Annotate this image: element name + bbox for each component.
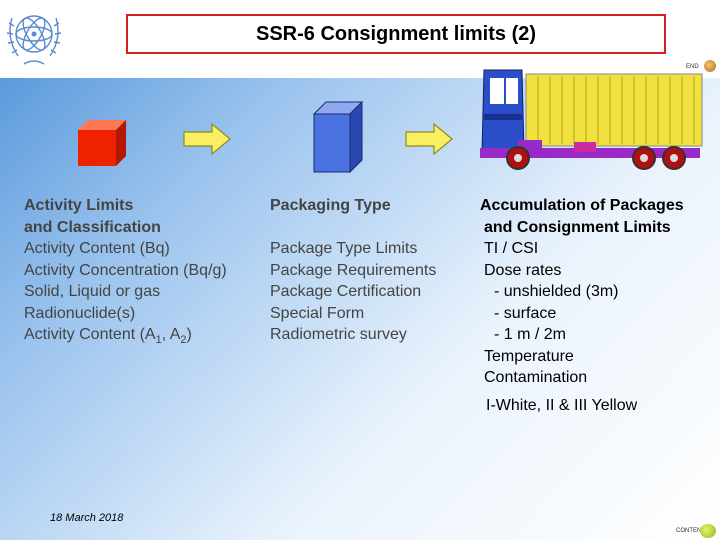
un-emblem-logo (6, 15, 62, 65)
a-prefix: Activity Content (A (24, 326, 156, 343)
accumulation-item: Temperature (484, 347, 574, 365)
contents-nav-icon[interactable] (700, 524, 716, 538)
contents-nav-label[interactable]: CONTENTS (676, 528, 709, 534)
accumulation-footer: I-White, II & III Yellow (486, 396, 638, 414)
end-nav-icon[interactable] (704, 60, 716, 72)
activity-item: Activity Concentration (Bq/g) (24, 261, 227, 279)
end-nav-label[interactable]: END (686, 64, 699, 70)
accumulation-item: TI / CSI (484, 240, 539, 257)
accumulation-item: Contamination (484, 369, 588, 386)
accumulation-column: Accumulation of Packages and Consignment… (480, 195, 684, 416)
accumulation-item: - unshielded (3m) (494, 283, 619, 300)
activity-heading-line-2: and Classification (24, 218, 161, 236)
red-cube-icon (78, 120, 126, 166)
right-arrow-icon (405, 122, 453, 156)
header-band: SSR-6 Consignment limits (2) END (0, 0, 720, 78)
packaging-item: Package Certification (270, 283, 422, 300)
page-title: SSR-6 Consignment limits (2) (255, 22, 537, 45)
title-box: SSR-6 Consignment limits (2) (126, 14, 666, 54)
packaging-column: Packaging Type Package Type Limits Packa… (270, 195, 436, 346)
accumulation-heading-line-1: Accumulation of Packages (480, 197, 684, 214)
activity-item: Solid, Liquid or gas (24, 283, 161, 300)
packaging-item: Package Requirements (270, 261, 437, 279)
packaging-item: Package Type Limits (270, 240, 418, 257)
a-mid: , A (161, 326, 181, 343)
activity-item: Activity Content (Bq) (24, 240, 170, 257)
accumulation-item: - 1 m / 2m (494, 326, 567, 343)
blue-cube-icon (312, 100, 364, 174)
a1-subscript: 1 (155, 334, 162, 347)
slide-date: 18 March 2018 (50, 512, 124, 524)
packaging-heading: Packaging Type (270, 197, 391, 214)
truck-icon (480, 69, 703, 170)
accumulation-heading-line-2: and Consignment Limits (484, 218, 671, 236)
activity-item-a1-a2: Activity Content (A1, A2) (24, 324, 227, 352)
a-suffix: ) (186, 326, 192, 343)
packaging-item: Radiometric survey (270, 326, 407, 343)
accumulation-item: - surface (494, 304, 557, 322)
packaging-item: Special Form (270, 304, 365, 322)
activity-item: Radionuclide(s) (24, 304, 136, 322)
activity-column: Activity Limits and Classification Activ… (24, 195, 227, 352)
activity-heading-line-1: Activity Limits (24, 197, 134, 214)
a2-subscript: 2 (180, 334, 187, 347)
accumulation-item: Dose rates (484, 261, 562, 279)
right-arrow-icon (183, 122, 231, 156)
